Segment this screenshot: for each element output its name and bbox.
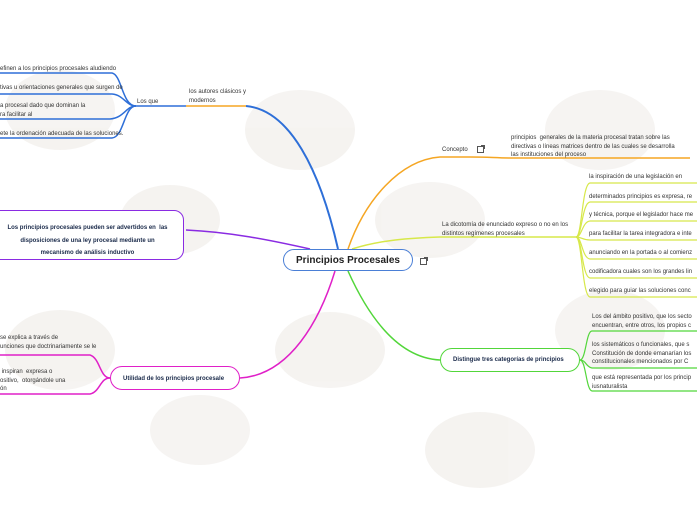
dic-item-1[interactable]: la inspiración de una legislación en — [589, 174, 683, 180]
node-blue-leaf-1[interactable]: efinen a los principios procesales aludi… — [0, 66, 117, 72]
dist-item-3[interactable]: que está representada por los princip iu… — [592, 375, 692, 390]
node-concepto-text[interactable]: principios generales de la materia proce… — [511, 135, 675, 158]
dic-item-4[interactable]: para facilitar la tarea integradora e in… — [589, 231, 692, 237]
background-watermark — [5, 70, 665, 488]
node-inductivo-text: Los principios procesales pueden ser adv… — [7, 225, 168, 256]
node-magenta-leaf-2[interactable]: inspiran expresa o ositivo, otorgándole … — [0, 369, 66, 392]
dic-item-3[interactable]: y técnica, porque el legislador hace me — [589, 212, 694, 218]
node-concepto[interactable]: Concepto — [442, 147, 468, 153]
dic-item-6[interactable]: codificadora cuales son los grandes lin — [589, 269, 693, 275]
dic-item-5[interactable]: anunciando en la portada o al comienz — [589, 250, 693, 256]
dist-item-1[interactable]: Los del ámbito positivo, que los secto e… — [592, 314, 692, 329]
node-magenta-leaf-1[interactable]: se explica a través de unciones que doct… — [0, 335, 97, 350]
node-distingue-box[interactable] — [440, 348, 580, 372]
node-blue-leaf-4[interactable]: ete la ordenación adecuada de las soluci… — [0, 131, 124, 137]
central-topic-title: Principios Procesales — [296, 255, 400, 266]
dic-item-2[interactable]: determinados principios es expresa, re — [589, 194, 693, 200]
node-blue-leaf-3[interactable]: a procesal dado que dominan la ra facili… — [0, 103, 86, 118]
node-blue-leaf-2[interactable]: tivas u orientaciones generales que surg… — [0, 85, 123, 91]
node-autores[interactable]: los autores clásicos y modernos — [189, 89, 247, 104]
external-link-icon[interactable] — [420, 257, 428, 265]
dic-item-7[interactable]: elegido para guiar las soluciones conc — [589, 288, 691, 294]
dist-item-2[interactable]: los sistemáticos o funcionales, que s Co… — [592, 342, 692, 365]
node-los-que[interactable]: Los que — [137, 99, 159, 105]
node-inductivo-box[interactable] — [0, 210, 184, 260]
node-dicotomia[interactable]: La dicotomía de enunciado expreso o no e… — [442, 222, 569, 237]
central-topic[interactable]: Principios Procesales — [283, 249, 413, 271]
concepto-link-icon[interactable] — [477, 145, 485, 153]
node-utilidad-box[interactable] — [110, 366, 240, 390]
node-utilidad-label: Utilidad de los principios procesale — [123, 376, 225, 382]
node-distingue-label: Distingue tres categorías de principios — [453, 357, 564, 363]
